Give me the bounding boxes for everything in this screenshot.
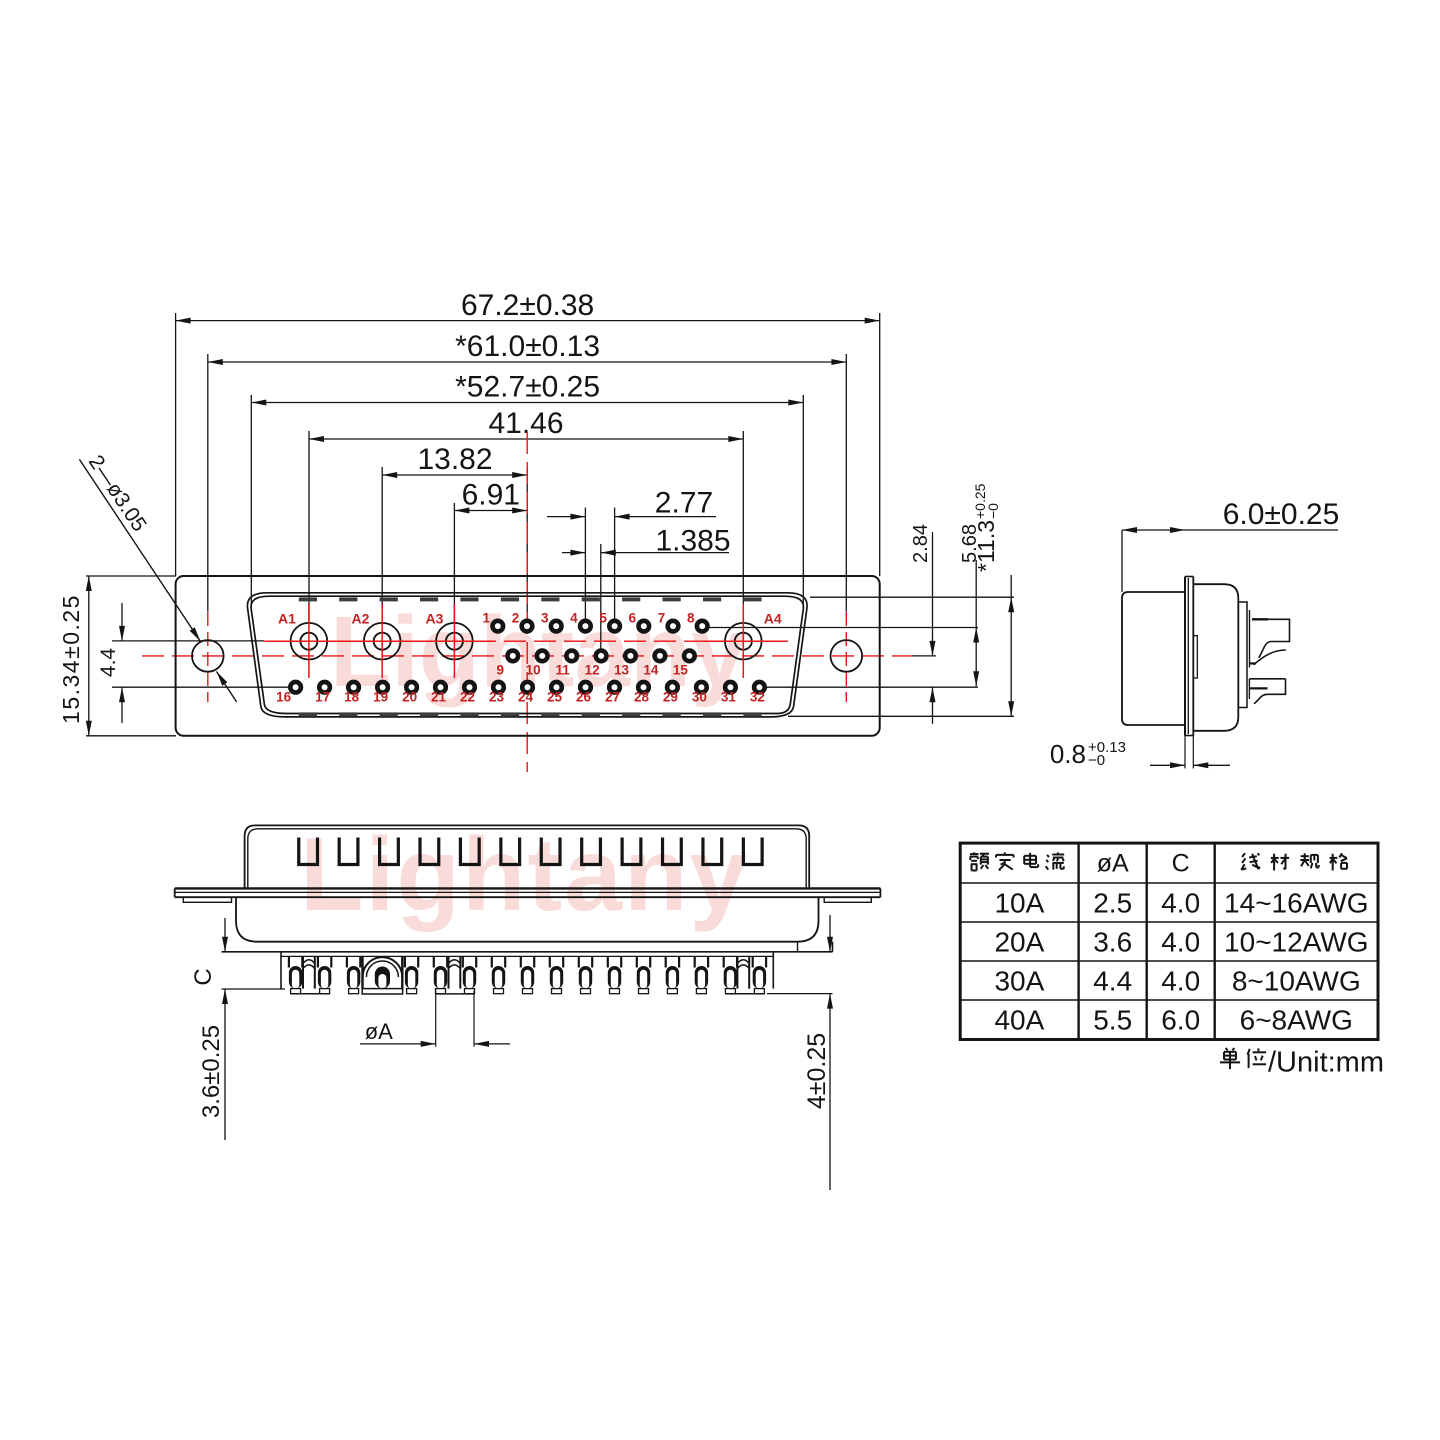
svg-text:4.4: 4.4	[97, 648, 120, 678]
svg-text:8~10AWG: 8~10AWG	[1232, 966, 1361, 997]
svg-text:24: 24	[518, 690, 534, 705]
svg-text:10A: 10A	[994, 888, 1044, 919]
svg-text:20A: 20A	[994, 927, 1044, 958]
svg-text:11: 11	[556, 662, 571, 677]
svg-text:5.68: 5.68	[959, 524, 981, 563]
svg-text:41.46: 41.46	[488, 407, 563, 440]
svg-text:A3: A3	[426, 611, 444, 627]
svg-text:4±0.25: 4±0.25	[803, 1033, 831, 1109]
svg-text:2.5: 2.5	[1093, 888, 1132, 919]
svg-text:4.0: 4.0	[1161, 966, 1200, 997]
svg-text:6~8AWG: 6~8AWG	[1240, 1005, 1353, 1036]
svg-text:4.4: 4.4	[1093, 966, 1132, 997]
svg-text:14: 14	[643, 662, 659, 677]
svg-text:3.6±0.25: 3.6±0.25	[198, 1025, 225, 1118]
svg-text:1: 1	[483, 611, 491, 626]
svg-text:25: 25	[547, 690, 563, 705]
svg-text:øA: øA	[1097, 850, 1129, 878]
svg-text:A2: A2	[352, 611, 370, 627]
svg-text:2: 2	[512, 611, 520, 626]
svg-text:+0.25: +0.25	[972, 483, 988, 519]
svg-text:−0: −0	[985, 503, 1001, 519]
svg-text:40A: 40A	[994, 1005, 1044, 1036]
svg-text:26: 26	[576, 690, 592, 705]
svg-text:6: 6	[629, 611, 637, 626]
svg-text:7: 7	[658, 611, 666, 626]
svg-text:13.82: 13.82	[417, 443, 492, 476]
svg-text:6.0±0.25: 6.0±0.25	[1223, 498, 1340, 531]
svg-text:18: 18	[344, 690, 360, 705]
svg-text:2—ø3.05: 2—ø3.05	[84, 451, 151, 536]
svg-text:5: 5	[599, 611, 607, 626]
svg-text:1.385: 1.385	[655, 525, 730, 558]
svg-text:Lightany: Lightany	[300, 817, 749, 933]
svg-text:15: 15	[673, 662, 689, 677]
svg-text:+0.13: +0.13	[1088, 739, 1126, 756]
svg-text:A1: A1	[278, 611, 296, 627]
svg-text:31: 31	[721, 690, 737, 705]
svg-text:4.0: 4.0	[1161, 927, 1200, 958]
svg-text:16: 16	[276, 690, 292, 705]
svg-text:10: 10	[526, 662, 541, 677]
svg-text:30A: 30A	[994, 966, 1044, 997]
svg-text:øA: øA	[365, 1019, 393, 1044]
svg-text:*11.3: *11.3	[973, 520, 999, 572]
svg-text:4.0: 4.0	[1161, 888, 1200, 919]
svg-text:3: 3	[541, 611, 549, 626]
svg-text:C: C	[1172, 850, 1190, 878]
svg-text:4: 4	[570, 611, 578, 626]
svg-text:/Unit:mm: /Unit:mm	[1268, 1047, 1384, 1079]
svg-text:22: 22	[460, 690, 475, 705]
svg-text:13: 13	[614, 662, 630, 677]
svg-text:21: 21	[431, 690, 447, 705]
svg-text:−0: −0	[1088, 752, 1105, 769]
svg-text:8: 8	[687, 611, 695, 626]
svg-text:12: 12	[585, 662, 600, 677]
svg-text:2.84: 2.84	[910, 524, 932, 563]
svg-text:6.91: 6.91	[462, 479, 520, 512]
svg-text:*61.0±0.13: *61.0±0.13	[455, 330, 600, 363]
svg-text:15.34±0.25: 15.34±0.25	[58, 594, 84, 724]
svg-text:19: 19	[373, 690, 388, 705]
svg-text:28: 28	[634, 690, 650, 705]
svg-text:17: 17	[315, 690, 330, 705]
svg-text:32: 32	[750, 690, 765, 705]
svg-text:30: 30	[692, 690, 707, 705]
svg-text:27: 27	[605, 690, 620, 705]
svg-text:6.0: 6.0	[1161, 1005, 1200, 1036]
svg-text:20: 20	[402, 690, 417, 705]
svg-text:14~16AWG: 14~16AWG	[1224, 888, 1368, 919]
svg-text:*52.7±0.25: *52.7±0.25	[455, 371, 600, 404]
svg-text:67.2±0.38: 67.2±0.38	[461, 289, 594, 322]
svg-text:C: C	[190, 968, 217, 985]
svg-text:9: 9	[497, 662, 505, 677]
svg-text:23: 23	[489, 690, 505, 705]
svg-text:5.5: 5.5	[1093, 1005, 1132, 1036]
svg-text:2.77: 2.77	[655, 487, 713, 520]
svg-text:29: 29	[663, 690, 678, 705]
svg-text:A4: A4	[764, 611, 782, 627]
svg-text:0.8: 0.8	[1050, 739, 1086, 769]
svg-text:10~12AWG: 10~12AWG	[1224, 927, 1368, 958]
svg-text:3.6: 3.6	[1093, 927, 1132, 958]
